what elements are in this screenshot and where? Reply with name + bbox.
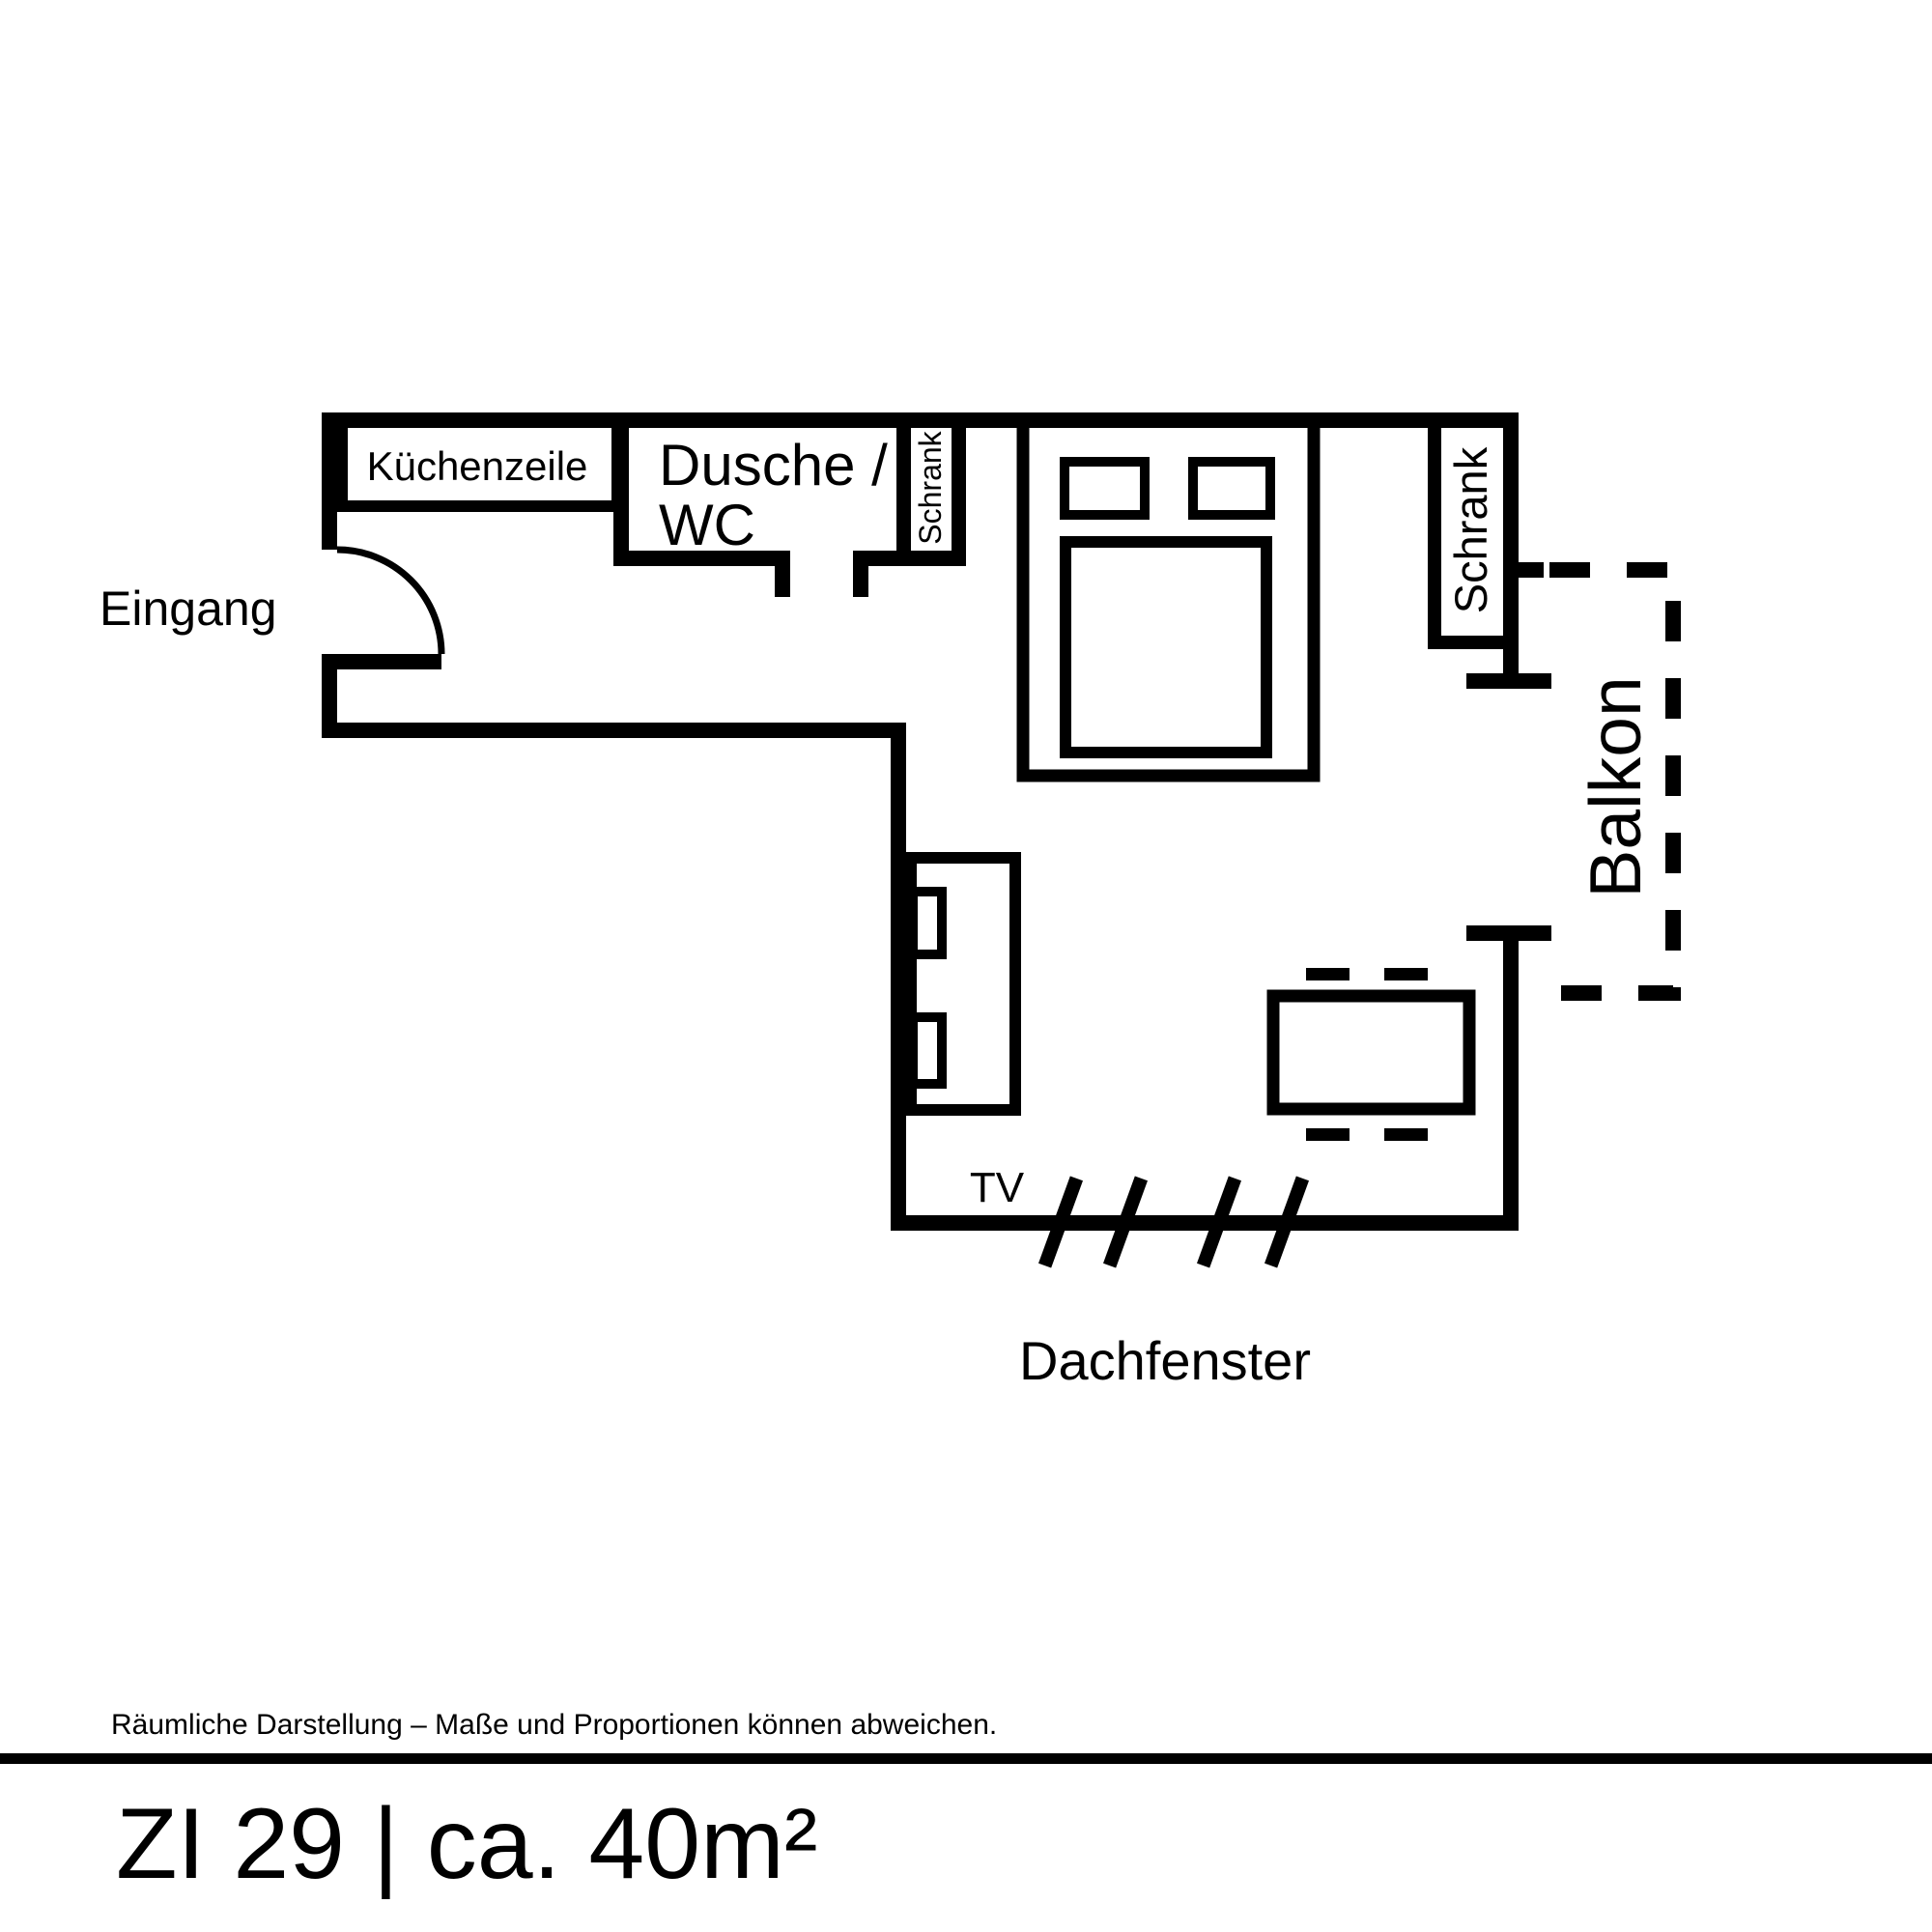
wall-living-left — [891, 723, 906, 1231]
bed-pillow-left — [1060, 457, 1150, 520]
disclaimer-text: Räumliche Darstellung – Maße und Proport… — [111, 1709, 997, 1741]
bath-door-stop-right — [853, 566, 868, 597]
balcony-label: Balkon — [1575, 676, 1656, 897]
roof-window-slash — [1038, 1176, 1083, 1268]
kitchen-unit — [336, 412, 623, 512]
tv-cabinet-shelf-bottom — [908, 1012, 947, 1089]
entrance-label: Eingang — [99, 582, 277, 636]
bath-label-line1: Dusche / — [659, 433, 888, 497]
closet-large-wall-bottom — [1428, 636, 1519, 649]
closet-large-wall-left — [1428, 412, 1441, 649]
wall-left-lower — [322, 654, 337, 738]
tv-label: TV — [970, 1164, 1025, 1211]
bed-frame — [1016, 414, 1321, 782]
roof-window-label: Dachfenster — [1019, 1330, 1311, 1391]
chair-bottom-right — [1384, 1128, 1428, 1141]
chair-bottom-left — [1306, 1128, 1350, 1141]
roof-window-slash — [1197, 1176, 1241, 1268]
balcony-outline — [1542, 562, 1681, 1001]
wall-living-bottom — [891, 1215, 1519, 1231]
wall-living-right — [1503, 941, 1519, 1231]
footer-divider — [0, 1753, 1932, 1764]
furniture — [336, 412, 1476, 1141]
closet-small-label: Schrank — [913, 430, 948, 544]
wall-right-upper — [1503, 412, 1519, 689]
bed-pillow-right — [1188, 457, 1275, 520]
closet-large-label: Schrank — [1445, 446, 1496, 613]
wall-hall-bottom — [322, 723, 906, 738]
bath-label-line2: WC — [659, 493, 755, 557]
room-title: ZI 29 | ca. 40m² — [116, 1788, 817, 1900]
balcony-door-jamb-lower — [1466, 925, 1551, 941]
closet-small-wall-right — [952, 412, 966, 566]
roof-window-marks — [1038, 1176, 1309, 1268]
balcony-door-stop-tick — [1519, 562, 1544, 578]
entrance-door-swing-arc — [336, 546, 445, 655]
wall-bath-bottom-left — [613, 551, 790, 566]
chair-top-left — [1306, 968, 1350, 980]
roof-window-slash — [1264, 1176, 1309, 1268]
closet-small-wall-left — [896, 412, 911, 566]
bath-door-stop-left — [775, 566, 790, 597]
tv-cabinet — [905, 852, 1021, 1116]
roof-window-slash — [1103, 1176, 1148, 1268]
dining-table — [1266, 989, 1476, 1116]
kitchen-label: Küchenzeile — [367, 443, 588, 489]
bed-mattress — [1060, 536, 1272, 758]
wall-left-upper — [322, 412, 337, 550]
entrance-door-stub — [322, 654, 441, 669]
chair-top-right — [1384, 968, 1428, 980]
tv-cabinet-shelf-top — [908, 887, 947, 959]
